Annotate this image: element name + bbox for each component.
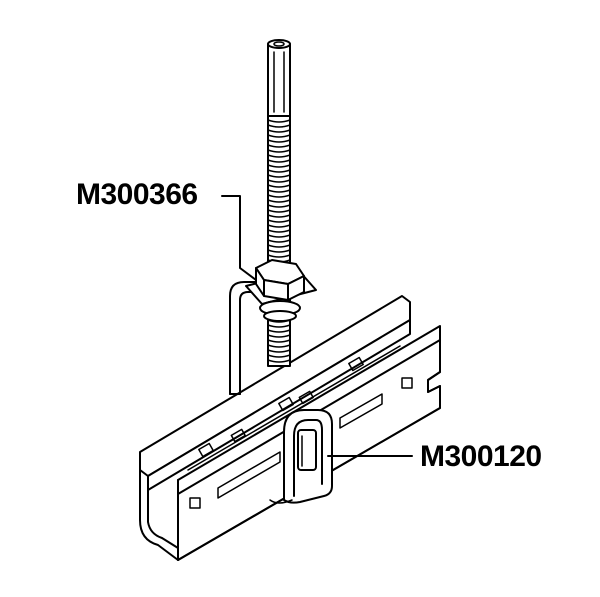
rod-part-label: M300366 — [76, 178, 198, 211]
thread-line — [267, 174, 291, 178]
thread-line — [267, 129, 291, 133]
thread-line — [267, 254, 291, 258]
thread-line — [267, 179, 291, 183]
thread-line — [267, 124, 291, 128]
thread-line — [267, 229, 291, 233]
thread-line — [267, 329, 291, 333]
thread-line — [267, 194, 291, 198]
thread-line — [267, 244, 291, 248]
thread-line — [267, 239, 291, 243]
thread-line — [267, 214, 291, 218]
thread-line — [267, 199, 291, 203]
thread-line — [267, 154, 291, 158]
thread-line — [267, 184, 291, 188]
thread-line — [267, 189, 291, 193]
thread-line — [267, 349, 291, 353]
thread-line — [267, 119, 291, 123]
thread-line — [267, 204, 291, 208]
thread-line — [267, 134, 291, 138]
rod-bracket — [229, 259, 317, 395]
thread-line — [267, 159, 291, 163]
thread-line — [267, 359, 291, 363]
thread-line — [267, 169, 291, 173]
thread-line — [267, 164, 291, 168]
leader-lines — [221, 195, 413, 457]
thread-line — [267, 334, 291, 338]
thread-line — [267, 354, 291, 358]
thread-line — [267, 219, 291, 223]
thread-line — [267, 139, 291, 143]
thread-line — [267, 234, 291, 238]
thread-line — [267, 209, 291, 213]
thread-line — [267, 324, 291, 328]
thread-line — [267, 224, 291, 228]
thread-line — [267, 344, 291, 348]
thread-line — [267, 144, 291, 148]
thread-line — [267, 149, 291, 153]
spring-clip — [269, 409, 333, 504]
clip-part-label: M300120 — [420, 440, 542, 473]
thread-line — [267, 339, 291, 343]
thread-line — [267, 249, 291, 253]
